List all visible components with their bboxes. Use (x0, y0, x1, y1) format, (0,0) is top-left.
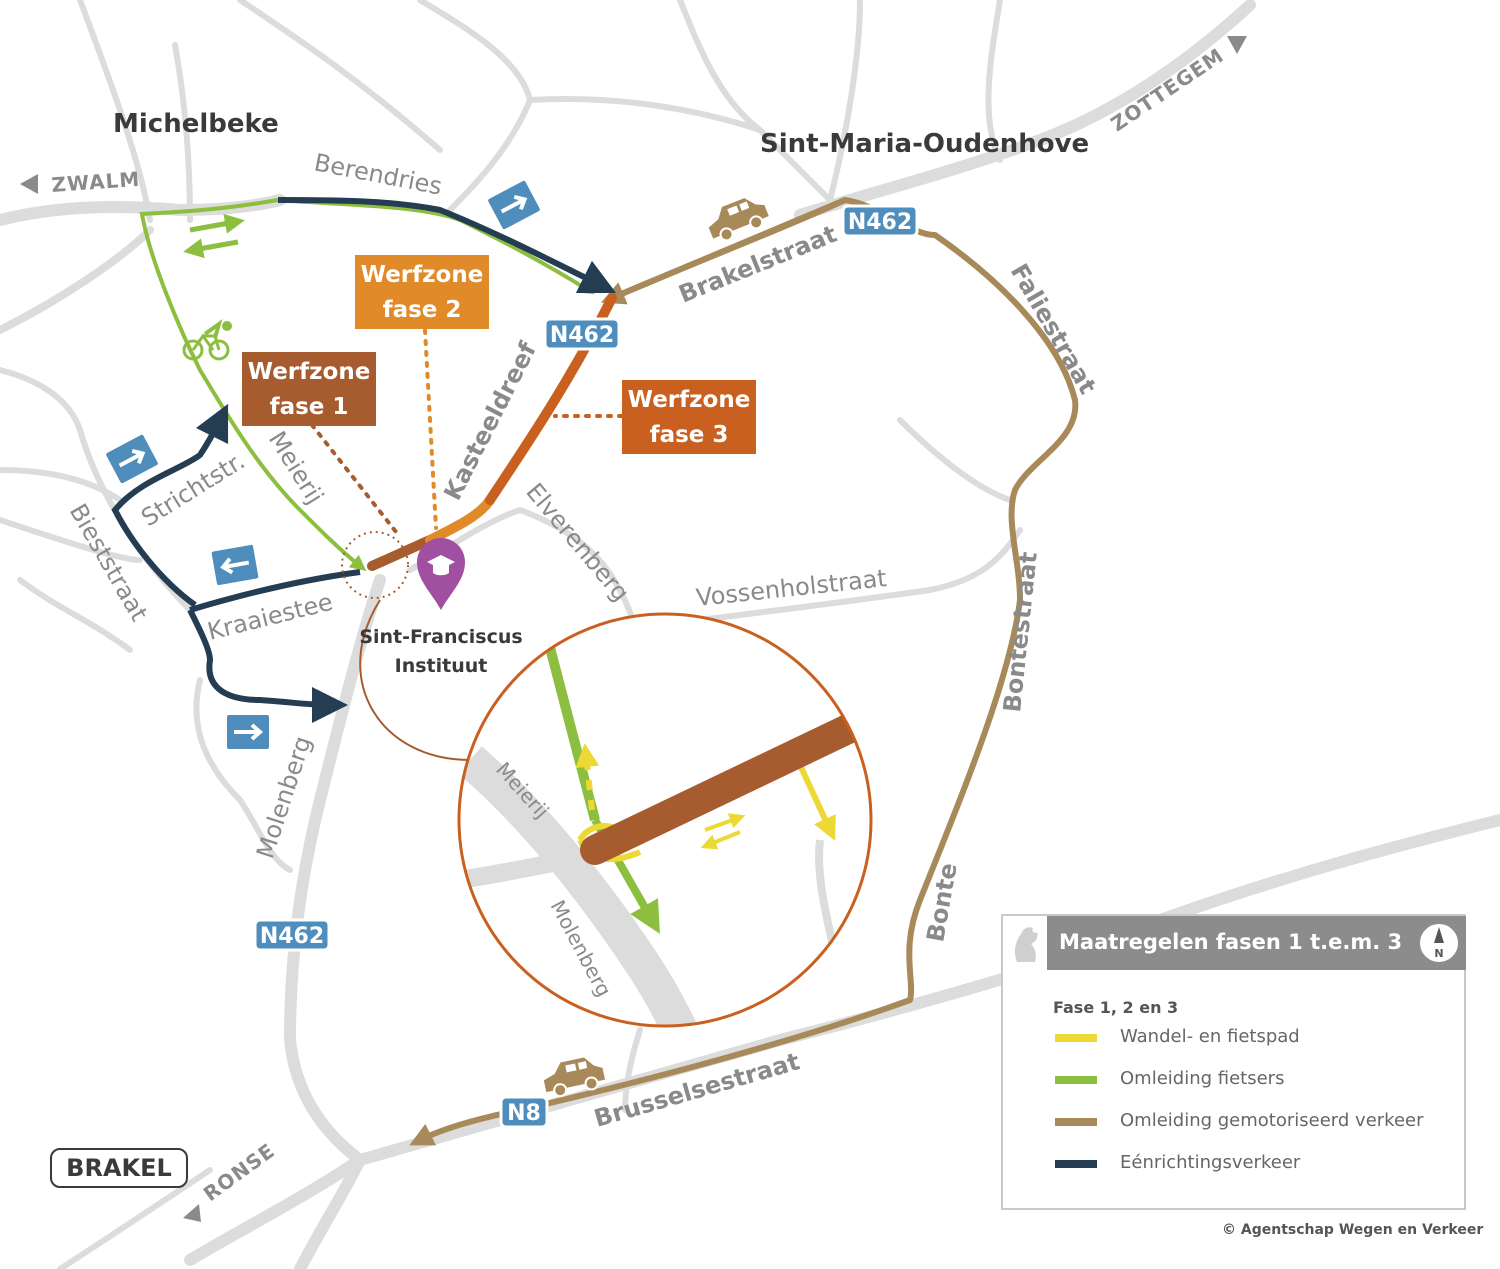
street-bontestraat: Bontestraat (998, 551, 1043, 714)
one-way-sign-icon (225, 713, 271, 751)
svg-text:ZWALM: ZWALM (51, 167, 141, 197)
flemish-lion-logo-icon (1014, 927, 1038, 962)
road-shield-n462: N462 (253, 918, 331, 952)
werfzone-fase-1: Werfzone fase 1 (242, 352, 376, 426)
svg-text:Werfzone: Werfzone (361, 262, 484, 288)
road-shield-n462: N462 (841, 204, 919, 238)
one-way-sign-icon (104, 432, 160, 486)
svg-text:Werfzone: Werfzone (248, 359, 371, 385)
street-berendries: Berendries (312, 148, 445, 200)
street-vossenholstraat: Vossenholstraat (695, 564, 888, 612)
legend-title: Maatregelen fasen 1 t.e.m. 3 (1059, 930, 1403, 954)
place-sint-maria-oudenhove: Sint-Maria-Oudenhove (760, 129, 1089, 159)
copyright-notice: © Agentschap Wegen en Verkeer (1222, 1222, 1484, 1238)
bicycle-icon (182, 319, 232, 361)
place-michelbeke: Michelbeke (113, 109, 279, 139)
legend-label: Eénrichtingsverkeer (1120, 1152, 1301, 1173)
direction-zwalm: ZWALM (20, 167, 141, 197)
svg-text:fase 2: fase 2 (383, 297, 462, 323)
legend-label: Omleiding fietsers (1120, 1068, 1285, 1089)
legend-swatch-walk-bike (1055, 1034, 1097, 1042)
legend-header: Maatregelen fasen 1 t.e.m. 3 N (1047, 916, 1466, 970)
street-elverenberg: Elverenberg (520, 478, 635, 607)
werfzone-fase-2: Werfzone fase 2 (355, 255, 489, 329)
road-shield-n8: N8 (499, 1095, 549, 1129)
school-name: Sint-Franciscus (359, 626, 522, 648)
junction-inset: Meierij Molenberg (457, 612, 873, 1028)
svg-text:fase 3: fase 3 (650, 422, 729, 448)
car-icon (543, 1057, 606, 1098)
two-way-arrow-icon (189, 213, 245, 234)
one-way-sign-icon (486, 178, 542, 232)
inset-connector (359, 599, 471, 761)
north-arrow-icon: N (1418, 922, 1460, 964)
street-kasteeldreef: Kasteeldreef (438, 337, 542, 505)
svg-text:fase 1: fase 1 (270, 394, 349, 420)
legend-swatch-one-way (1055, 1160, 1097, 1168)
zone-leaders (310, 328, 624, 599)
legend-label: Omleiding gemotoriseerd verkeer (1120, 1110, 1424, 1131)
school-name-line2: Instituut (395, 655, 488, 677)
map-legend: Maatregelen fasen 1 t.e.m. 3 N Fase 1, 2… (1001, 914, 1466, 1210)
legend-swatch-motor-detour (1055, 1118, 1097, 1126)
street-kraaiestee: Kraaiestee (205, 588, 336, 646)
svg-text:N462: N462 (550, 323, 614, 348)
road-shield-n462: N462 (543, 317, 621, 351)
legend-label: Wandel- en fietspad (1120, 1026, 1300, 1047)
one-way-routes (111, 197, 617, 723)
svg-text:N: N (1434, 947, 1443, 960)
graduation-cap-pin-icon (417, 538, 465, 610)
svg-text:N462: N462 (848, 210, 912, 235)
one-way-sign-icon (209, 542, 261, 588)
street-faliestraat: Faliestraat (1005, 259, 1102, 399)
direction-arrow-icon (20, 174, 38, 194)
svg-text:ZOTTEGEM: ZOTTEGEM (1106, 43, 1228, 136)
legend-swatch-bike-detour (1055, 1076, 1097, 1084)
direction-zottegem: ZOTTEGEM (1106, 36, 1247, 136)
svg-text:N462: N462 (260, 924, 324, 949)
svg-text:Werfzone: Werfzone (628, 387, 751, 413)
werfzone-fase-3: Werfzone fase 3 (622, 380, 756, 454)
svg-text:N8: N8 (507, 1101, 541, 1126)
street-meierij: Meierij (263, 426, 329, 509)
car-icon (708, 198, 769, 242)
direction-arrow-icon (183, 1204, 201, 1222)
direction-arrow-icon (1227, 36, 1247, 54)
place-brakel: BRAKEL (50, 1148, 188, 1188)
legend-subtitle: Fase 1, 2 en 3 (1053, 998, 1179, 1017)
